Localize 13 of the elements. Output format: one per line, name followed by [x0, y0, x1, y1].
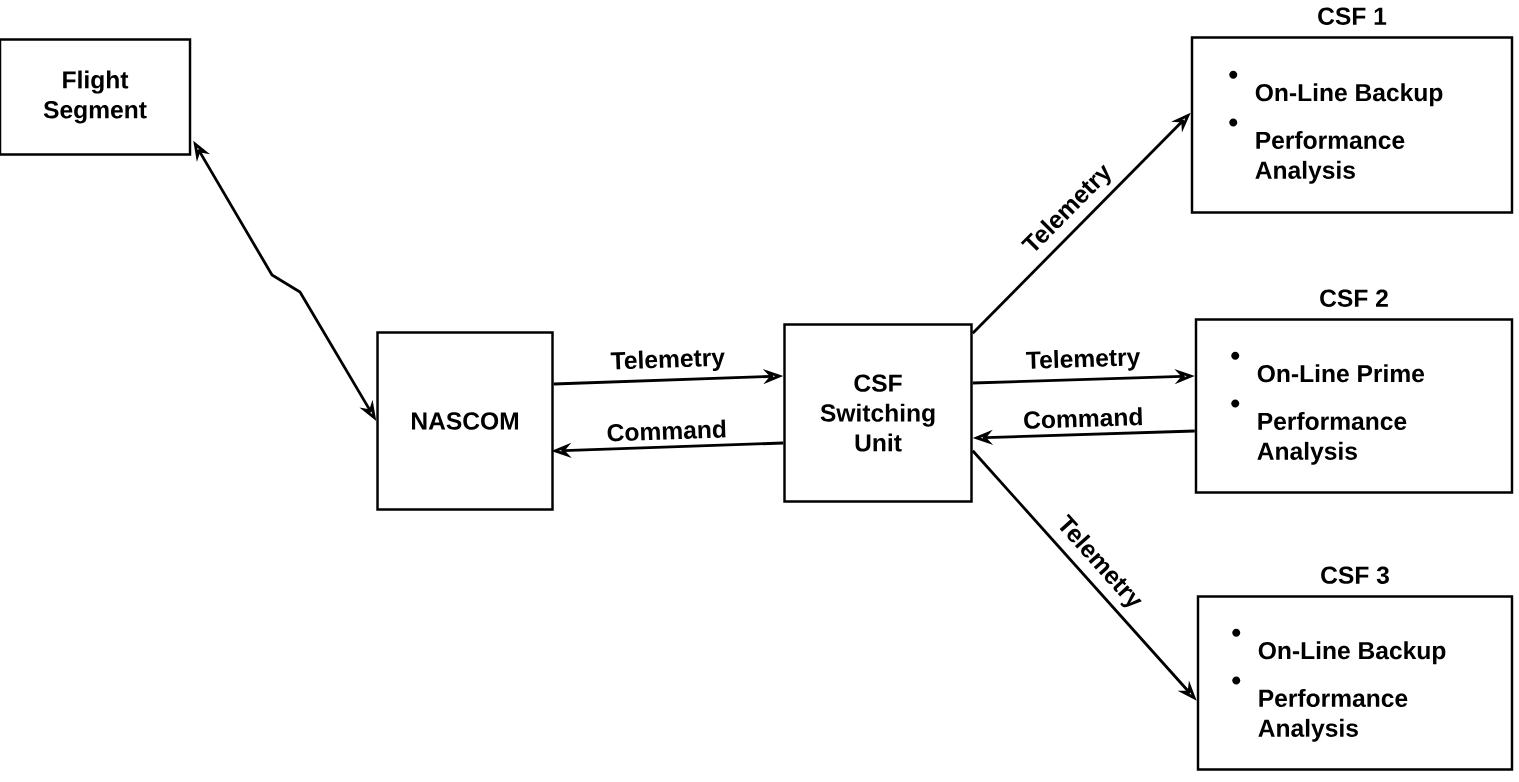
- process-box: NASCOM: [376, 331, 554, 511]
- process-box: On-Line Backup Performance Analysis: [1190, 36, 1514, 214]
- edge-label: Command: [1019, 403, 1148, 433]
- edge-label: Telemetry: [606, 344, 730, 379]
- process-box: CSF Switching Unit: [783, 323, 973, 503]
- box-heading: CSF 2: [1320, 289, 1388, 307]
- box-heading: CSF 1: [1318, 7, 1387, 25]
- process-box: Flight Segment: [0, 38, 192, 156]
- process-box: On-Line Backup Performance Analysis: [1196, 595, 1514, 771]
- process-box: On-Line Prime Performance Analysis: [1194, 318, 1514, 494]
- edge-label: Command: [602, 415, 731, 446]
- box-heading: CSF 3: [1321, 566, 1389, 584]
- edge-label: Telemetry: [1022, 343, 1145, 378]
